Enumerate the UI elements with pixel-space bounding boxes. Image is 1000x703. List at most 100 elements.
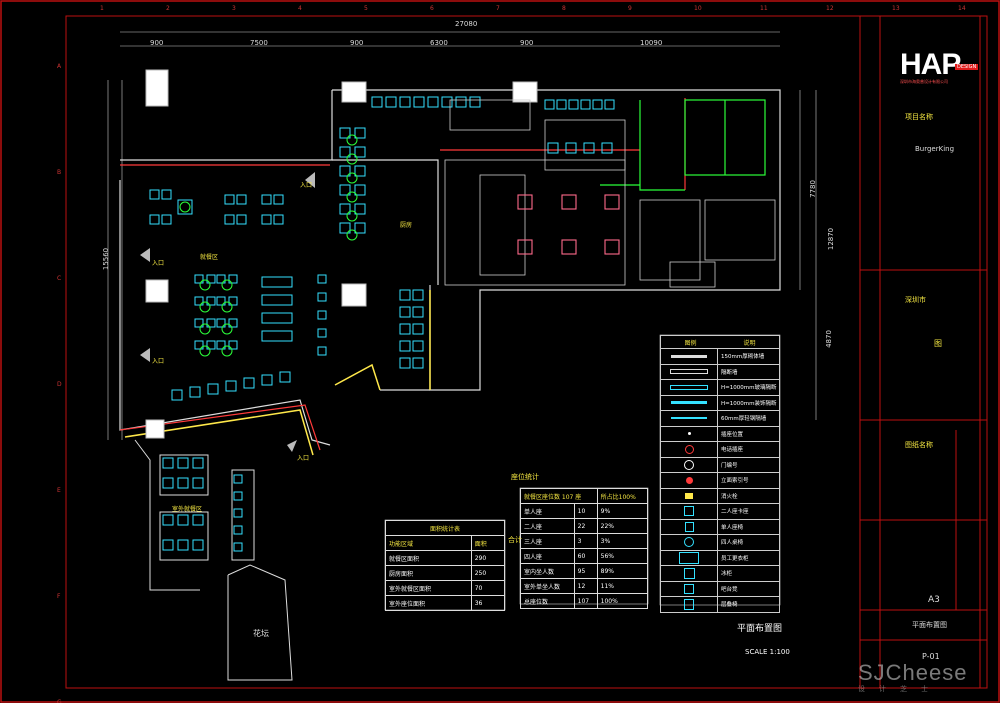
sheet-number: P-01 xyxy=(922,652,940,661)
chair xyxy=(601,142,613,154)
label-entrance-2: 入口 xyxy=(152,260,165,267)
dimension-segment: 900 xyxy=(520,39,534,47)
area-cell: 就餐区面积 xyxy=(385,550,472,566)
chair xyxy=(354,127,366,139)
outdoor-area xyxy=(134,439,293,681)
chair xyxy=(243,377,255,389)
legend-item: 四人桌椅 xyxy=(660,535,780,551)
legend-item-desc: 冰柜 xyxy=(721,571,733,578)
legend-item: 插座位置 xyxy=(660,426,780,442)
area-cell: 70 xyxy=(470,580,506,596)
grid-letter: D xyxy=(57,381,62,388)
label-outdoor: 室外就餐区 xyxy=(172,506,203,513)
table xyxy=(346,172,358,184)
seat-cell: 3 xyxy=(573,533,598,549)
chair xyxy=(171,389,183,401)
chair xyxy=(413,96,425,108)
chair xyxy=(261,294,293,306)
chair xyxy=(441,96,453,108)
seat-side-label: 合计 xyxy=(508,536,522,544)
seat-cell: 22 xyxy=(573,518,598,534)
area-cell: 36 xyxy=(470,595,506,611)
legend-item-desc: 消火栓 xyxy=(721,493,738,500)
legend-item: 二人座卡座 xyxy=(660,504,780,520)
seat-cell: 总座位数 xyxy=(520,593,575,609)
chair xyxy=(224,194,235,205)
table-icon xyxy=(661,535,718,550)
legend-item: 消火栓 xyxy=(660,488,780,504)
dimension-segment: 6300 xyxy=(430,39,448,47)
sq-icon xyxy=(661,504,718,519)
chair xyxy=(354,165,366,177)
chair xyxy=(261,276,293,288)
label-garden: 花坛 xyxy=(253,629,269,638)
chair xyxy=(216,340,226,350)
chair xyxy=(228,274,238,284)
table xyxy=(179,201,191,213)
client-line: 深圳市 xyxy=(905,296,926,304)
seat-cell: 室外单坐人数 xyxy=(520,578,575,594)
seat-cell: 22% xyxy=(596,518,649,534)
left-height-dimension: 15560 xyxy=(102,247,111,271)
furniture-seating xyxy=(149,96,615,401)
chair xyxy=(354,184,366,196)
chair xyxy=(592,99,603,110)
circle2-icon xyxy=(661,457,718,472)
chair xyxy=(339,165,351,177)
right-dimension-b: 12870 xyxy=(827,227,836,251)
area-cell: 290 xyxy=(470,550,506,566)
chair xyxy=(317,310,327,320)
seat-cell: 60 xyxy=(573,548,598,564)
sheet-border-inner xyxy=(65,15,988,689)
grid-number: 3 xyxy=(232,5,236,12)
dimension-lines xyxy=(107,31,817,440)
legend-item: 冰柜 xyxy=(660,566,780,582)
dimension-segment: 7500 xyxy=(250,39,268,47)
chair xyxy=(194,340,204,350)
legend-item-desc: H=1000mm装饰隔断 xyxy=(721,400,777,407)
grid-number: 8 xyxy=(562,5,566,12)
red-icon xyxy=(661,473,718,488)
legend-item: 单人座椅 xyxy=(660,519,780,535)
grid-letter: B xyxy=(57,169,61,176)
seat-cell: 89% xyxy=(596,563,649,579)
chair xyxy=(339,127,351,139)
grid-number: 12 xyxy=(826,5,834,12)
chair xyxy=(206,274,216,284)
seat-cell: 11% xyxy=(596,578,649,594)
seat-table-title: 座位统计 xyxy=(511,473,539,481)
label-entrance-4: 入口 xyxy=(297,455,310,462)
legend-item-desc: 电话插座 xyxy=(721,447,744,454)
seat-cell: 3% xyxy=(596,533,649,549)
chair xyxy=(317,346,327,356)
chair xyxy=(224,214,235,225)
chair xyxy=(216,274,226,284)
legend-item-desc: H=1000mm玻璃隔断 xyxy=(721,385,777,392)
chair xyxy=(206,296,216,306)
chair xyxy=(412,306,424,318)
table xyxy=(199,345,211,357)
chair xyxy=(279,371,291,383)
chair xyxy=(412,289,424,301)
plan-scale: SCALE 1:100 xyxy=(745,648,790,656)
legend-item: 门编号 xyxy=(660,457,780,473)
legend-item-desc: 插座位置 xyxy=(721,431,744,438)
entrance-arrows xyxy=(140,172,315,452)
legend-item-desc: 二人座卡座 xyxy=(721,509,749,516)
legend-item-desc: 吧台凳 xyxy=(721,586,738,593)
area-table-header-2: 面积 xyxy=(470,535,506,551)
seat-cell: 单人座 xyxy=(520,503,575,519)
kitchen-red-equipment xyxy=(517,194,620,255)
seat-cell: 四人座 xyxy=(520,548,575,564)
grid-number: 6 xyxy=(430,5,434,12)
grid-number: 4 xyxy=(298,5,302,12)
legend-item-desc: 立面索引号 xyxy=(721,478,749,485)
chair xyxy=(354,146,366,158)
chair xyxy=(194,296,204,306)
right-dimension-a: 7780 xyxy=(808,180,817,198)
grid-number: 11 xyxy=(760,5,768,12)
seat-table-header-1: 就餐区座位数 107 座 xyxy=(520,488,598,504)
